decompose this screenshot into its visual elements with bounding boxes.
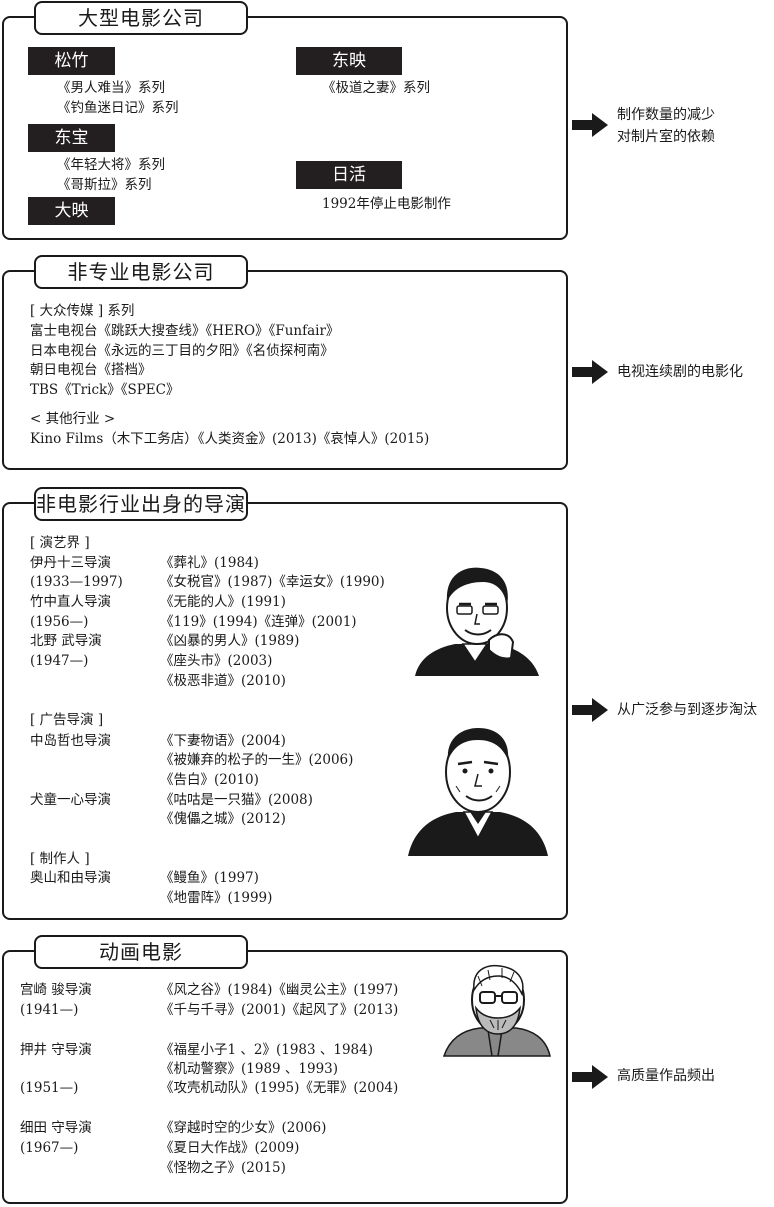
section-title-animation: 动画电影 (34, 935, 248, 969)
director-name: 北野 武导演 (30, 633, 102, 649)
director-work: 《告白》(2010) (160, 772, 259, 788)
arrow-right-icon (572, 113, 608, 137)
director-years: (1941—) (20, 1002, 79, 1018)
section-non-pro-studios (2, 270, 568, 470)
director-work: 《无能的人》(1991) (160, 594, 286, 610)
result-text: 对制片室的依赖 (617, 129, 715, 145)
director-years: (1967—) (20, 1140, 79, 1156)
director-work: 《穿越时空的少女》(2006) (160, 1120, 327, 1136)
text-line: TBS《Trick》《SPEC》 (30, 382, 180, 398)
category-label: [ 制作人 ] (30, 851, 90, 867)
director-portrait-illustration (442, 964, 551, 1057)
arrow-right-icon (572, 1065, 608, 1089)
text-line: 《钓鱼迷日记》系列 (57, 100, 179, 116)
director-work: 《怪物之子》(2015) (160, 1160, 286, 1176)
tag-toei: 东映 (296, 47, 402, 75)
tag-nikkatsu: 日活 (296, 161, 402, 189)
tag-shochiku: 松竹 (28, 47, 115, 75)
result-text: 从广泛参与到逐步淘汰 (617, 702, 757, 718)
director-name: 宫崎 骏导演 (20, 982, 92, 998)
director-name: 细田 守导演 (20, 1120, 92, 1136)
text-line: < 其他行业 > (30, 411, 116, 427)
director-name: 押井 守导演 (20, 1042, 92, 1058)
director-work: 《千与千寻》(2001)《起风了》(2013) (160, 1002, 399, 1018)
director-work: 《福星小子1 、2》(1983 、1984) (160, 1042, 374, 1058)
text-line: 《男人难当》系列 (57, 80, 165, 96)
director-work: 《咕咕是一只猫》(2008) (160, 792, 313, 808)
director-years: (1933—1997) (30, 574, 123, 590)
arrow-right-icon (572, 698, 608, 722)
tag-toho: 东宝 (28, 124, 115, 152)
director-name: 伊丹十三导演 (30, 555, 111, 571)
text-line: Kino Films（木下工务店）《人类资金》(2013)《哀悼人》(2015) (30, 431, 430, 447)
text-line: [ 大众传媒 ] 系列 (30, 303, 135, 319)
director-work: 《攻壳机动队》(1995)《无罪》(2004) (160, 1080, 399, 1096)
director-name: 中岛哲也导演 (30, 733, 111, 749)
result-text: 高质量作品频出 (617, 1068, 715, 1084)
section-title-major-studios: 大型电影公司 (34, 1, 248, 35)
text-line: 《年轻大将》系列 (57, 157, 165, 173)
director-work: 《下妻物语》(2004) (160, 733, 286, 749)
category-label: [ 演艺界 ] (30, 535, 90, 551)
director-portrait-illustration (415, 567, 539, 676)
director-work: 《夏日大作战》(2009) (160, 1140, 300, 1156)
text-line: 日本电视台《永远的三丁目的夕阳》《名侦探柯南》 (30, 343, 334, 359)
director-name: 奥山和由导演 (30, 870, 111, 886)
text-line: 1992年停止电影制作 (322, 196, 451, 212)
director-work: 《119》(1994)《连弹》(2001) (160, 614, 357, 630)
text-line: 朝日电视台《搭档》 (30, 362, 152, 378)
result-text: 制作数量的减少 (617, 107, 715, 123)
director-name: 竹中直人导演 (30, 594, 111, 610)
director-work: 《被嫌弃的松子的一生》(2006) (160, 752, 354, 768)
director-work: 《地雷阵》(1999) (160, 890, 273, 906)
director-years: (1951—) (20, 1080, 79, 1096)
text-line: 富士电视台《跳跃大搜查线》《HERO》《Funfair》 (30, 323, 340, 339)
category-label: [ 广告导演 ] (30, 712, 104, 728)
director-work: 《葬礼》(1984) (160, 555, 259, 571)
tag-daiei: 大映 (28, 197, 115, 225)
director-name: 犬童一心导演 (30, 792, 111, 808)
director-work: 《凶暴的男人》(1989) (160, 633, 300, 649)
director-portrait-illustration (408, 728, 548, 856)
director-work: 《鳗鱼》(1997) (160, 870, 259, 886)
section-title-outside-directors: 非电影行业出身的导演 (34, 487, 248, 521)
director-work: 《座头市》(2003) (160, 653, 273, 669)
director-work: 《机动警察》(1989 、1993) (160, 1061, 339, 1077)
director-work: 《风之谷》(1984)《幽灵公主》(1997) (160, 982, 399, 998)
text-line: 《哥斯拉》系列 (57, 177, 152, 193)
director-years: (1947—) (30, 653, 89, 669)
result-text: 电视连续剧的电影化 (617, 364, 743, 380)
director-work: 《极恶非道》(2010) (160, 673, 286, 689)
director-work: 《傀儡之城》(2012) (160, 811, 286, 827)
arrow-right-icon (572, 360, 608, 384)
section-title-non-pro-studios: 非专业电影公司 (34, 255, 248, 289)
text-line: 《极道之妻》系列 (322, 80, 430, 96)
director-work: 《女税官》(1987)《幸运女》(1990) (160, 574, 385, 590)
director-years: (1956—) (30, 614, 89, 630)
